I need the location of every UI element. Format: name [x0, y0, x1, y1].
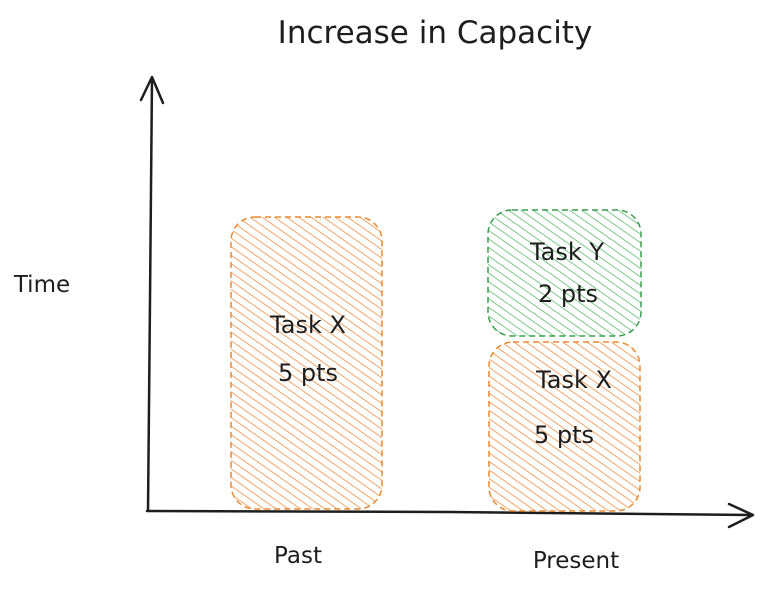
present-task-y-rect [487, 209, 642, 337]
past-task-x-box: Task X 5 pts [230, 216, 383, 510]
y-axis [139, 75, 165, 513]
present-task-x-points: 5 pts [534, 421, 594, 449]
past-task-x-label: Task X [269, 311, 346, 339]
y-axis-label: Time [13, 272, 70, 298]
past-task-x-rect [230, 216, 383, 510]
present-task-x-box: Task X 5 pts [488, 341, 641, 512]
past-task-x-points: 5 pts [278, 359, 338, 387]
x-axis-label-past: Past [274, 543, 322, 569]
present-task-y-points: 2 pts [538, 280, 598, 308]
present-task-y-label: Task Y [529, 238, 604, 266]
diagram-title: Increase in Capacity [278, 15, 593, 51]
x-axis [145, 502, 755, 529]
present-task-x-rect [488, 341, 641, 512]
x-axis-label-present: Present [533, 548, 619, 574]
present-task-y-box: Task Y 2 pts [487, 209, 642, 337]
present-task-x-label: Task X [535, 366, 612, 394]
